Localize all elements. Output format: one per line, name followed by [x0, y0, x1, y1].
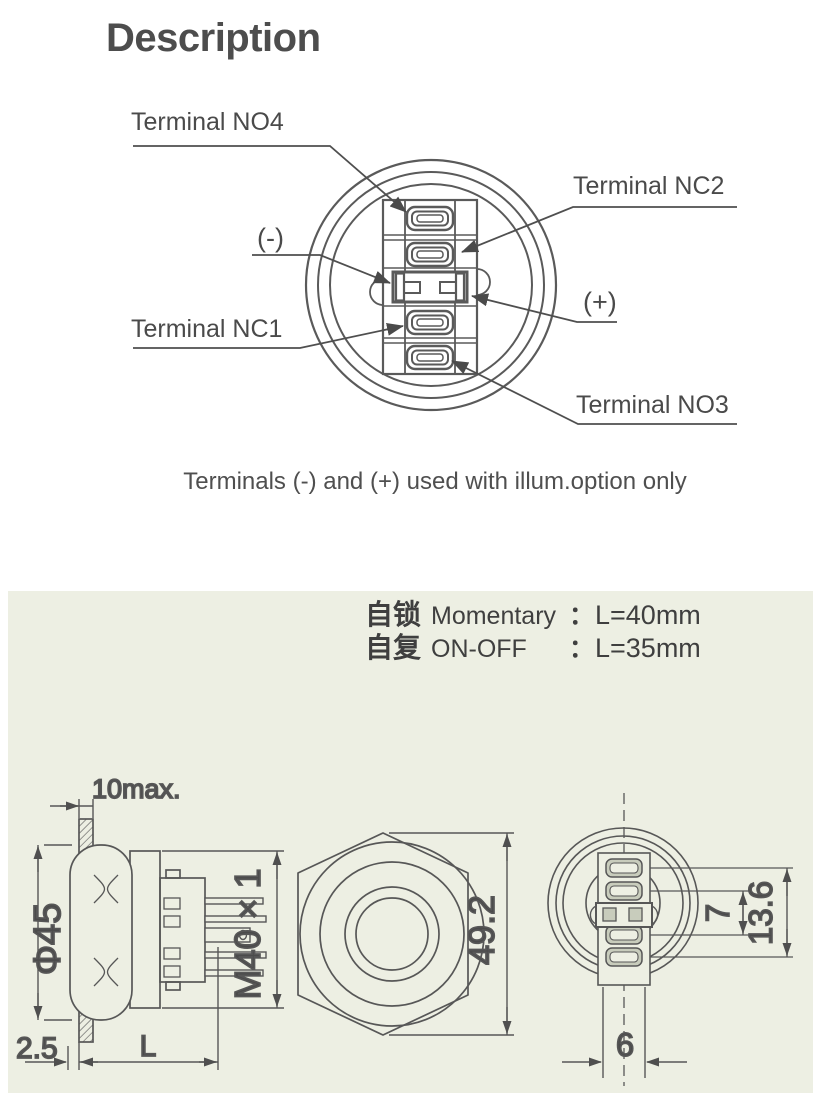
dim-terminal-width — [562, 987, 687, 1078]
spec-panel-background — [8, 591, 813, 1093]
dim-label-phi45: Φ45 — [27, 903, 69, 976]
spec-colon-onoff: ： — [569, 635, 595, 663]
solder-pins — [204, 897, 267, 977]
dim-label-L: L — [140, 1030, 157, 1063]
hex-nut — [297, 832, 469, 1036]
dim-label-6: 6 — [616, 1026, 634, 1063]
rear-view-drawing: 7 13.6 6 — [547, 793, 793, 1086]
terminal-face-diagram — [133, 145, 737, 425]
spec-value-onoff: L=35mm — [595, 633, 701, 663]
dim-label-2-5: 2.5 — [16, 1032, 58, 1065]
dim-thread — [162, 850, 284, 1009]
spec-value-momentary: L=40mm — [595, 600, 701, 630]
label-terminal-nc2: Terminal NC2 — [573, 172, 725, 200]
rear-illum-connector — [589, 902, 659, 928]
spec-colon-momentary: ： — [569, 602, 595, 630]
dim-head-diameter — [33, 844, 72, 1021]
dim-protrusion-length — [25, 947, 219, 1070]
terminal-block — [369, 198, 491, 376]
spec-latin-momentary: Momentary — [431, 602, 557, 630]
side-view-drawing: 10max. Φ45 M40 × 1 2.5 L — [15, 773, 284, 1070]
label-terminal-minus: (-) — [257, 223, 284, 253]
dome-facets — [93, 874, 119, 987]
dim-panel-thickness — [50, 799, 94, 818]
dim-label-49-2: 49.2 — [461, 895, 502, 965]
dim-label-13-6: 13.6 — [742, 881, 779, 945]
spec-cjk-momentary: 自锁 — [365, 599, 422, 630]
spec-latin-onoff: ON-OFF — [431, 635, 527, 663]
leader-lines — [133, 145, 737, 425]
stroke-length-specs: 自锁 Momentary ： L=40mm 自复 ON-OFF ： L=35mm — [365, 593, 701, 663]
illumination-note: Terminals (-) and (+) used with illum.op… — [183, 468, 687, 495]
front-view-drawing: 49.2 — [297, 832, 514, 1036]
label-terminal-nc1: Terminal NC1 — [131, 315, 283, 343]
terminal-slot-no3 — [405, 344, 455, 371]
label-terminal-no3: Terminal NO3 — [576, 391, 729, 419]
dim-label-7: 7 — [699, 904, 736, 922]
spec-row-onoff: 自复 ON-OFF ： L=35mm — [365, 626, 701, 663]
label-terminal-plus: (+) — [583, 287, 617, 317]
dim-label-10max: 10max. — [92, 774, 181, 804]
rear-terminal-block — [589, 852, 659, 986]
page-title: Description — [106, 16, 321, 60]
illumination-connector — [369, 268, 491, 306]
terminal-slot-nc2 — [405, 241, 455, 268]
spec-row-momentary: 自锁 Momentary ： L=40mm — [365, 593, 701, 630]
spec-cjk-onoff: 自复 — [365, 632, 422, 663]
dim-label-m40: M40 × 1 — [227, 868, 268, 999]
dim-across-corners — [389, 832, 514, 1036]
label-terminal-no4: Terminal NO4 — [131, 108, 284, 136]
button-dome — [69, 844, 133, 1021]
terminal-slot-nc1 — [405, 309, 455, 336]
terminal-slot-no4 — [405, 205, 455, 232]
rear-extension-lines — [650, 867, 793, 958]
